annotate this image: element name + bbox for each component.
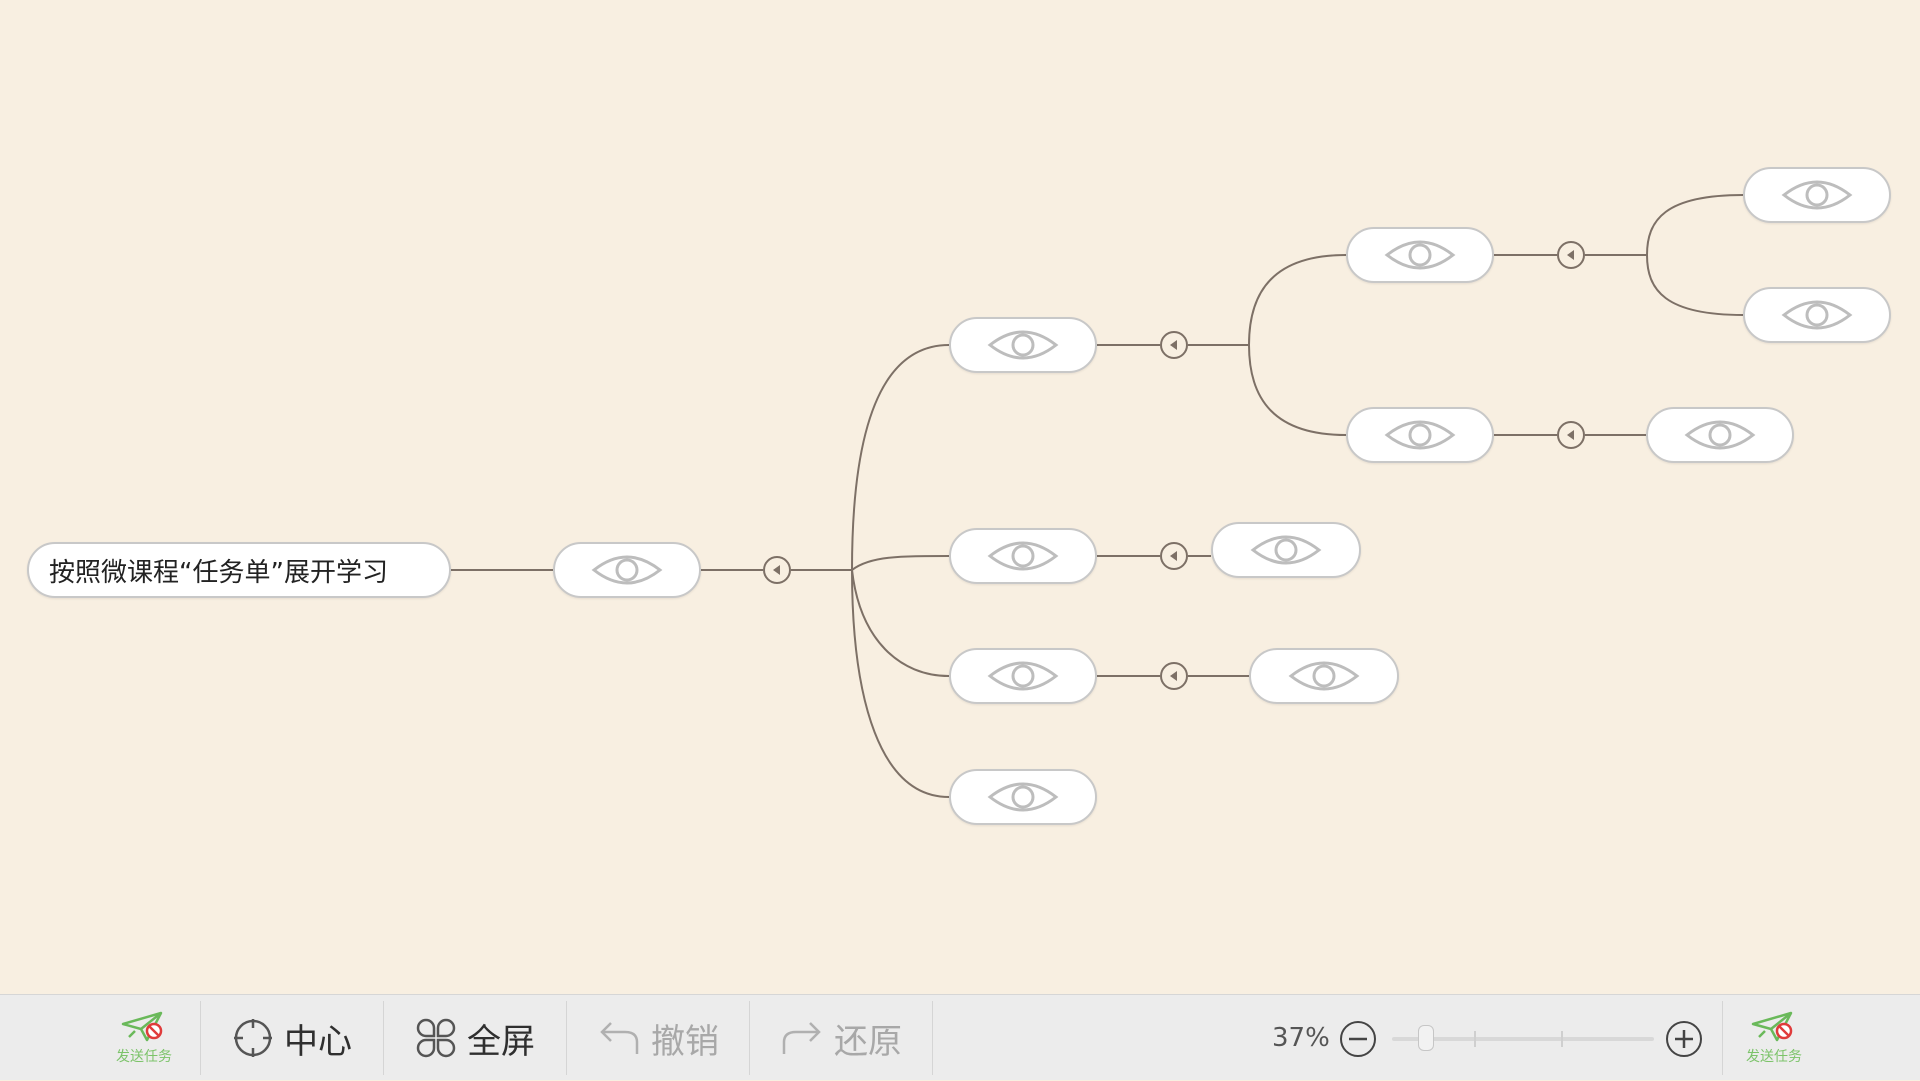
collapse-toggle-branch-c[interactable] bbox=[1160, 662, 1188, 690]
send-task-label: 发送任务 bbox=[116, 1049, 172, 1065]
eye-icon bbox=[1287, 654, 1361, 698]
hidden-node-a1b[interactable] bbox=[1743, 287, 1891, 343]
collapse-toggle-level1[interactable] bbox=[763, 556, 791, 584]
fullscreen-label: 全屏 bbox=[467, 1021, 535, 1062]
hidden-node-branch-b[interactable] bbox=[949, 528, 1097, 584]
connector-branch-b bbox=[851, 555, 950, 571]
toolbar-divider bbox=[566, 1001, 567, 1075]
paper-plane-blocked-icon bbox=[121, 1010, 167, 1044]
toolbar-divider bbox=[383, 1001, 384, 1075]
undo-label: 撤销 bbox=[651, 1021, 719, 1062]
hidden-node-a2a[interactable] bbox=[1646, 407, 1794, 463]
undo-button[interactable]: 撤销 bbox=[568, 995, 748, 1081]
toolbar-divider bbox=[749, 1001, 750, 1075]
eye-icon bbox=[986, 654, 1060, 698]
hidden-node-level1[interactable] bbox=[553, 542, 701, 598]
eye-icon bbox=[986, 534, 1060, 578]
redo-button[interactable]: 还原 bbox=[751, 995, 931, 1081]
eye-icon bbox=[1683, 413, 1757, 457]
zoom-slider[interactable] bbox=[1392, 1025, 1654, 1051]
toolbar-divider bbox=[1722, 1001, 1723, 1075]
eye-icon bbox=[590, 548, 664, 592]
eye-icon bbox=[1383, 413, 1457, 457]
collapse-left-triangle-icon bbox=[1167, 549, 1181, 563]
connector-branch-d bbox=[851, 569, 950, 798]
zoom-in-button[interactable] bbox=[1665, 1020, 1703, 1058]
collapse-left-triangle-icon bbox=[770, 563, 784, 577]
zoom-slider-thumb[interactable] bbox=[1418, 1025, 1434, 1051]
send-task-button-right[interactable]: 发送任务 bbox=[1714, 995, 1834, 1081]
eye-icon bbox=[986, 775, 1060, 819]
eye-icon bbox=[1249, 528, 1323, 572]
root-node[interactable]: 按照微课程“任务单”展开学习 bbox=[27, 542, 451, 598]
hidden-node-a2[interactable] bbox=[1346, 407, 1494, 463]
connector-branch-c bbox=[851, 569, 950, 677]
connector-a1-curve bbox=[1248, 254, 1347, 346]
root-node-label: 按照微课程“任务单”展开学习 bbox=[49, 557, 388, 588]
send-task-button-left[interactable]: 发送任务 bbox=[84, 995, 204, 1081]
zoom-out-button[interactable] bbox=[1339, 1020, 1377, 1058]
center-button[interactable]: 中心 bbox=[202, 995, 382, 1081]
collapse-left-triangle-icon bbox=[1167, 338, 1181, 352]
toolbar-divider bbox=[200, 1001, 201, 1075]
connector-a1b-curve bbox=[1646, 254, 1744, 316]
redo-arrow-icon bbox=[782, 1022, 821, 1054]
mindmap-canvas[interactable]: 按照微课程“任务单”展开学习 bbox=[0, 0, 1920, 994]
hidden-node-branch-a[interactable] bbox=[949, 317, 1097, 373]
hidden-node-branch-d[interactable] bbox=[949, 769, 1097, 825]
redo-label: 还原 bbox=[834, 1021, 902, 1062]
collapse-toggle-a1[interactable] bbox=[1557, 241, 1585, 269]
hidden-node-branch-c[interactable] bbox=[949, 648, 1097, 704]
collapse-left-triangle-icon bbox=[1167, 669, 1181, 683]
eye-icon bbox=[1780, 173, 1854, 217]
connector-lines bbox=[451, 194, 1744, 798]
fullscreen-button[interactable]: 全屏 bbox=[385, 995, 565, 1081]
send-task-label: 发送任务 bbox=[1746, 1049, 1802, 1065]
crosshair-icon bbox=[234, 1019, 272, 1057]
hidden-node-a1[interactable] bbox=[1346, 227, 1494, 283]
hidden-node-b1[interactable] bbox=[1211, 522, 1361, 578]
eye-icon bbox=[1383, 233, 1457, 277]
collapse-left-triangle-icon bbox=[1564, 248, 1578, 262]
center-label: 中心 bbox=[284, 1021, 352, 1062]
toolbar-divider bbox=[932, 1001, 933, 1075]
bottom-toolbar: 发送任务 中心 全屏 撤销 bbox=[0, 994, 1920, 1080]
paper-plane-blocked-icon bbox=[1751, 1010, 1797, 1044]
connector-a2-curve bbox=[1248, 344, 1347, 436]
collapse-left-triangle-icon bbox=[1564, 428, 1578, 442]
zoom-tick bbox=[1561, 1031, 1563, 1047]
collapse-toggle-a2[interactable] bbox=[1557, 421, 1585, 449]
connector-branch-a bbox=[851, 344, 950, 571]
connector-a1a-curve bbox=[1646, 194, 1744, 256]
undo-arrow-icon bbox=[600, 1022, 639, 1054]
hidden-node-c1[interactable] bbox=[1249, 648, 1399, 704]
collapse-toggle-branch-b[interactable] bbox=[1160, 542, 1188, 570]
eye-icon bbox=[1780, 293, 1854, 337]
collapse-toggle-branch-a[interactable] bbox=[1160, 331, 1188, 359]
eye-icon bbox=[986, 323, 1060, 367]
zoom-level: 37% bbox=[1272, 1023, 1330, 1053]
four-petal-icon bbox=[416, 1018, 456, 1058]
hidden-node-a1a[interactable] bbox=[1743, 167, 1891, 223]
zoom-tick bbox=[1474, 1031, 1476, 1047]
